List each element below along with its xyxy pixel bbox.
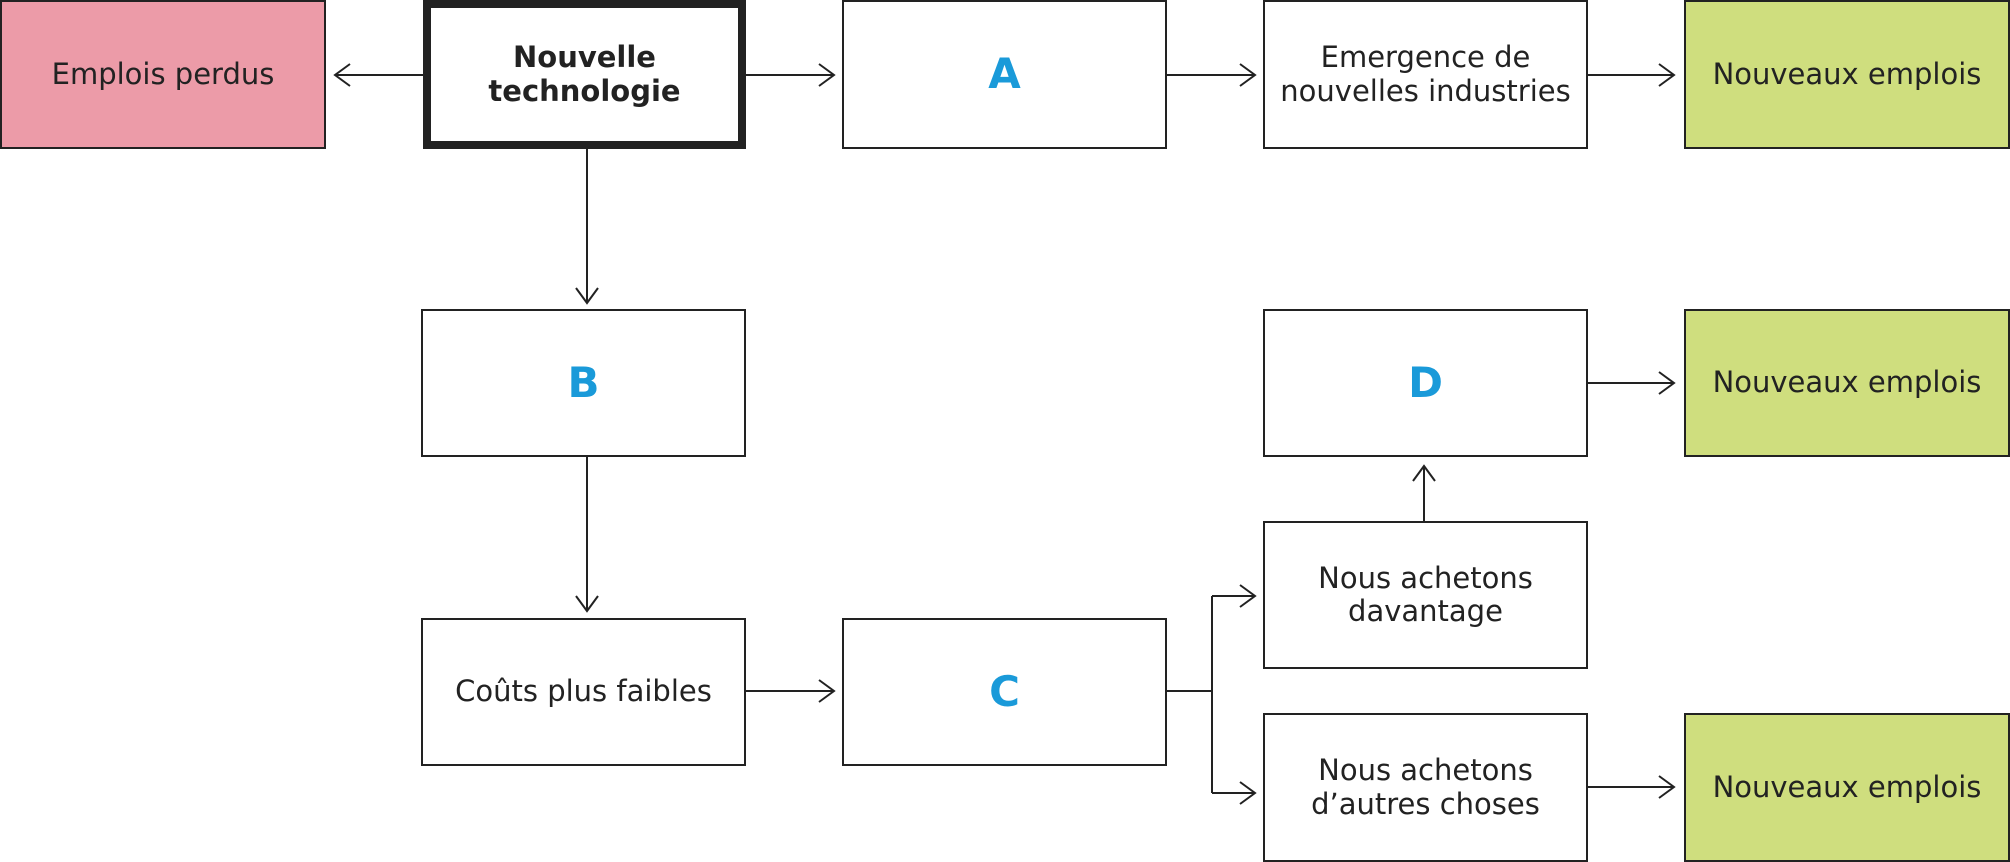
- arrowhead-c: [818, 679, 836, 703]
- arrowhead-davantage: [1239, 584, 1257, 608]
- label-nouvelle-technologie: Nouvelle technologie: [488, 40, 681, 108]
- box-nouveaux-emplois-1: Nouveaux emplois: [1684, 0, 2010, 149]
- box-achetons-davantage: Nous achetons davantage: [1263, 521, 1588, 669]
- box-b: B: [421, 309, 746, 457]
- label-nouveaux-emplois-2: Nouveaux emplois: [1712, 365, 1982, 400]
- arrowhead-b: [575, 287, 599, 305]
- arrowhead-emergence: [1239, 63, 1257, 87]
- box-nouvelle-technologie: Nouvelle technologie: [423, 0, 746, 149]
- label-emplois-perdus: Emplois perdus: [51, 56, 275, 91]
- label-a: A: [988, 49, 1021, 99]
- arrowhead-a: [818, 63, 836, 87]
- label-achetons-davantage: Nous achetons davantage: [1318, 560, 1533, 628]
- arrowhead-costs: [575, 595, 599, 613]
- label-b: B: [567, 357, 600, 407]
- arrowhead-d: [1412, 464, 1436, 482]
- arrowhead-jobs-2: [1658, 371, 1676, 395]
- label-nouveaux-emplois-3: Nouveaux emplois: [1712, 769, 1982, 804]
- label-couts-plus-faibles: Coûts plus faibles: [455, 674, 712, 709]
- label-c: C: [989, 666, 1020, 716]
- arrowhead-jobs-3: [1658, 775, 1676, 799]
- box-emergence: Emergence de nouvelles industries: [1263, 0, 1588, 149]
- arrowhead-jobs-1: [1658, 63, 1676, 87]
- box-nouveaux-emplois-3: Nouveaux emplois: [1684, 713, 2010, 862]
- label-achetons-autres: Nous achetons d’autres choses: [1311, 753, 1540, 821]
- box-couts-plus-faibles: Coûts plus faibles: [421, 618, 746, 766]
- box-achetons-autres: Nous achetons d’autres choses: [1263, 713, 1588, 862]
- box-c: C: [842, 618, 1167, 766]
- box-nouveaux-emplois-2: Nouveaux emplois: [1684, 309, 2010, 457]
- arrowhead-autres: [1239, 781, 1257, 805]
- box-d: D: [1263, 309, 1588, 457]
- box-a: A: [842, 0, 1167, 149]
- label-emergence: Emergence de nouvelles industries: [1280, 40, 1571, 108]
- label-d: D: [1408, 357, 1443, 407]
- label-nouveaux-emplois-1: Nouveaux emplois: [1712, 56, 1982, 91]
- arrowhead-lost: [333, 63, 351, 87]
- box-emplois-perdus: Emplois perdus: [0, 0, 326, 149]
